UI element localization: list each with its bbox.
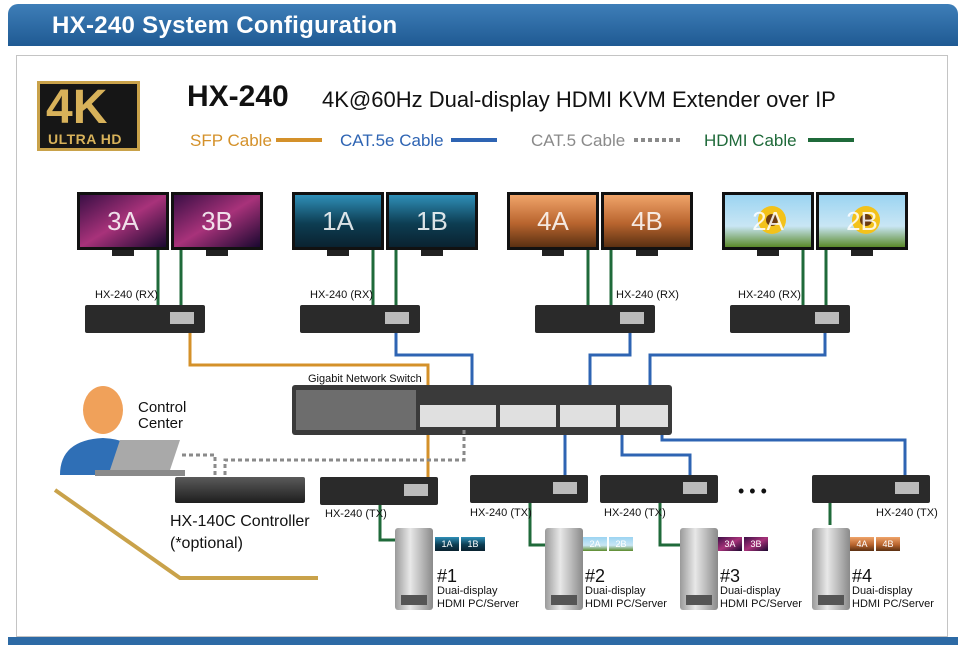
tx-unit-2 bbox=[470, 475, 588, 503]
pc1-thumbnails bbox=[435, 537, 485, 551]
pc4-number: #4 bbox=[852, 566, 873, 586]
rx-unit-4 bbox=[730, 305, 850, 333]
pc-tower-3 bbox=[680, 528, 718, 610]
gigabit-network-switch bbox=[292, 385, 672, 435]
tx-label-3: HX-240 (TX) bbox=[604, 507, 666, 519]
pc3-thumb-a: 3A bbox=[724, 539, 735, 549]
controller-label: HX-140C Controller bbox=[170, 513, 310, 530]
tx-label-4: HX-240 (TX) bbox=[876, 507, 938, 519]
4k-ultra-hd-logo: 4K ULTRA HD bbox=[37, 81, 140, 151]
pc-tower-1 bbox=[395, 528, 433, 610]
pc3-line2: HDMI PC/Server bbox=[720, 598, 802, 610]
monitor-3a bbox=[77, 192, 169, 256]
monitor-3b bbox=[171, 192, 263, 256]
monitor-label-1b: 1B bbox=[416, 206, 448, 236]
rx-label-4: HX-240 (RX) bbox=[738, 289, 801, 301]
switch-label: Gigabit Network Switch bbox=[308, 373, 422, 385]
control-center-line2: Center bbox=[138, 415, 184, 432]
monitor-label-4b: 4B bbox=[631, 206, 663, 236]
header-bar: HX-240 System Configuration bbox=[8, 4, 958, 46]
legend-hdmi-label: HDMI Cable bbox=[704, 131, 797, 150]
tx-unit-1 bbox=[320, 477, 438, 505]
tx-unit-3 bbox=[600, 475, 718, 503]
rx-unit-1 bbox=[85, 305, 205, 333]
tx-label-1: HX-240 (TX) bbox=[325, 508, 387, 520]
control-center-line1: Control bbox=[138, 399, 187, 416]
pc-tower-4 bbox=[812, 528, 850, 610]
desk-line bbox=[53, 488, 318, 580]
rx-label-1: HX-240 (RX) bbox=[95, 289, 158, 301]
rx-unit-2 bbox=[300, 305, 420, 333]
monitor-1b bbox=[386, 192, 478, 256]
pc4-line2: HDMI PC/Server bbox=[852, 598, 934, 610]
rx-label-2: HX-240 (RX) bbox=[310, 289, 373, 301]
pc2-thumb-b: 2B bbox=[615, 539, 626, 549]
pc2-thumb-a: 2A bbox=[589, 539, 600, 549]
legend-cat5-label: CAT.5 Cable bbox=[531, 131, 626, 150]
pc1-line1: Duai-display bbox=[437, 585, 498, 597]
pc4-thumb-a: 4A bbox=[856, 539, 867, 549]
pc2-line2: HDMI PC/Server bbox=[585, 598, 667, 610]
product-description: 4K@60Hz Dual-display HDMI KVM Extender o… bbox=[322, 87, 836, 112]
pc3-thumb-b: 3B bbox=[750, 539, 761, 549]
monitor-4a bbox=[507, 192, 599, 256]
logo-4k-text: 4K bbox=[46, 81, 108, 134]
monitor-label-2a: 2A bbox=[752, 206, 784, 236]
pc4-thumbnails bbox=[850, 537, 900, 551]
monitor-label-3b: 3B bbox=[201, 206, 233, 236]
pc3-line1: Duai-display bbox=[720, 585, 781, 597]
control-center-icon bbox=[60, 386, 185, 476]
pc1-thumb-a: 1A bbox=[441, 539, 452, 549]
cat5e-tx3 bbox=[620, 425, 692, 492]
cat5e-rx4 bbox=[648, 333, 827, 415]
tx-label-2: HX-240 (TX) bbox=[470, 507, 532, 519]
legend-sfp-label: SFP Cable bbox=[190, 131, 272, 150]
pc-tower-2 bbox=[545, 528, 583, 610]
monitor-4b bbox=[601, 192, 693, 256]
pc2-line1: Duai-display bbox=[585, 585, 646, 597]
page-title: HX-240 System Configuration bbox=[52, 12, 398, 39]
controller-optional: (*optional) bbox=[170, 535, 243, 552]
monitor-label-4a: 4A bbox=[537, 206, 569, 236]
pc2-number: #2 bbox=[585, 566, 606, 586]
legend-cat5e-label: CAT.5e Cable bbox=[340, 131, 444, 150]
cat5-cable-switch bbox=[223, 430, 466, 475]
tx-unit-4 bbox=[812, 475, 930, 503]
monitor-2b bbox=[816, 192, 908, 256]
ellipsis: • • • bbox=[738, 481, 767, 501]
pc1-line2: HDMI PC/Server bbox=[437, 598, 519, 610]
pc1-number: #1 bbox=[437, 566, 458, 586]
hx-140c-controller bbox=[175, 477, 305, 503]
product-model: HX-240 bbox=[187, 80, 289, 113]
footer-bar bbox=[8, 637, 958, 645]
monitor-1a bbox=[292, 192, 384, 256]
monitor-label-3a: 3A bbox=[107, 206, 139, 236]
pc4-line1: Duai-display bbox=[852, 585, 913, 597]
monitor-label-2b: 2B bbox=[846, 206, 878, 236]
cat5-cable-pc bbox=[182, 453, 217, 475]
logo-ultra-hd-text: ULTRA HD bbox=[48, 131, 122, 147]
pc1-thumb-b: 1B bbox=[467, 539, 478, 549]
pc3-thumbnails bbox=[718, 537, 768, 551]
pc2-thumbnails bbox=[583, 537, 633, 551]
monitor-label-1a: 1A bbox=[322, 206, 354, 236]
rx-unit-3 bbox=[535, 305, 655, 333]
pc4-thumb-b: 4B bbox=[882, 539, 893, 549]
rx-label-3: HX-240 (RX) bbox=[616, 289, 679, 301]
monitor-2a bbox=[722, 192, 814, 256]
pc3-number: #3 bbox=[720, 566, 741, 586]
